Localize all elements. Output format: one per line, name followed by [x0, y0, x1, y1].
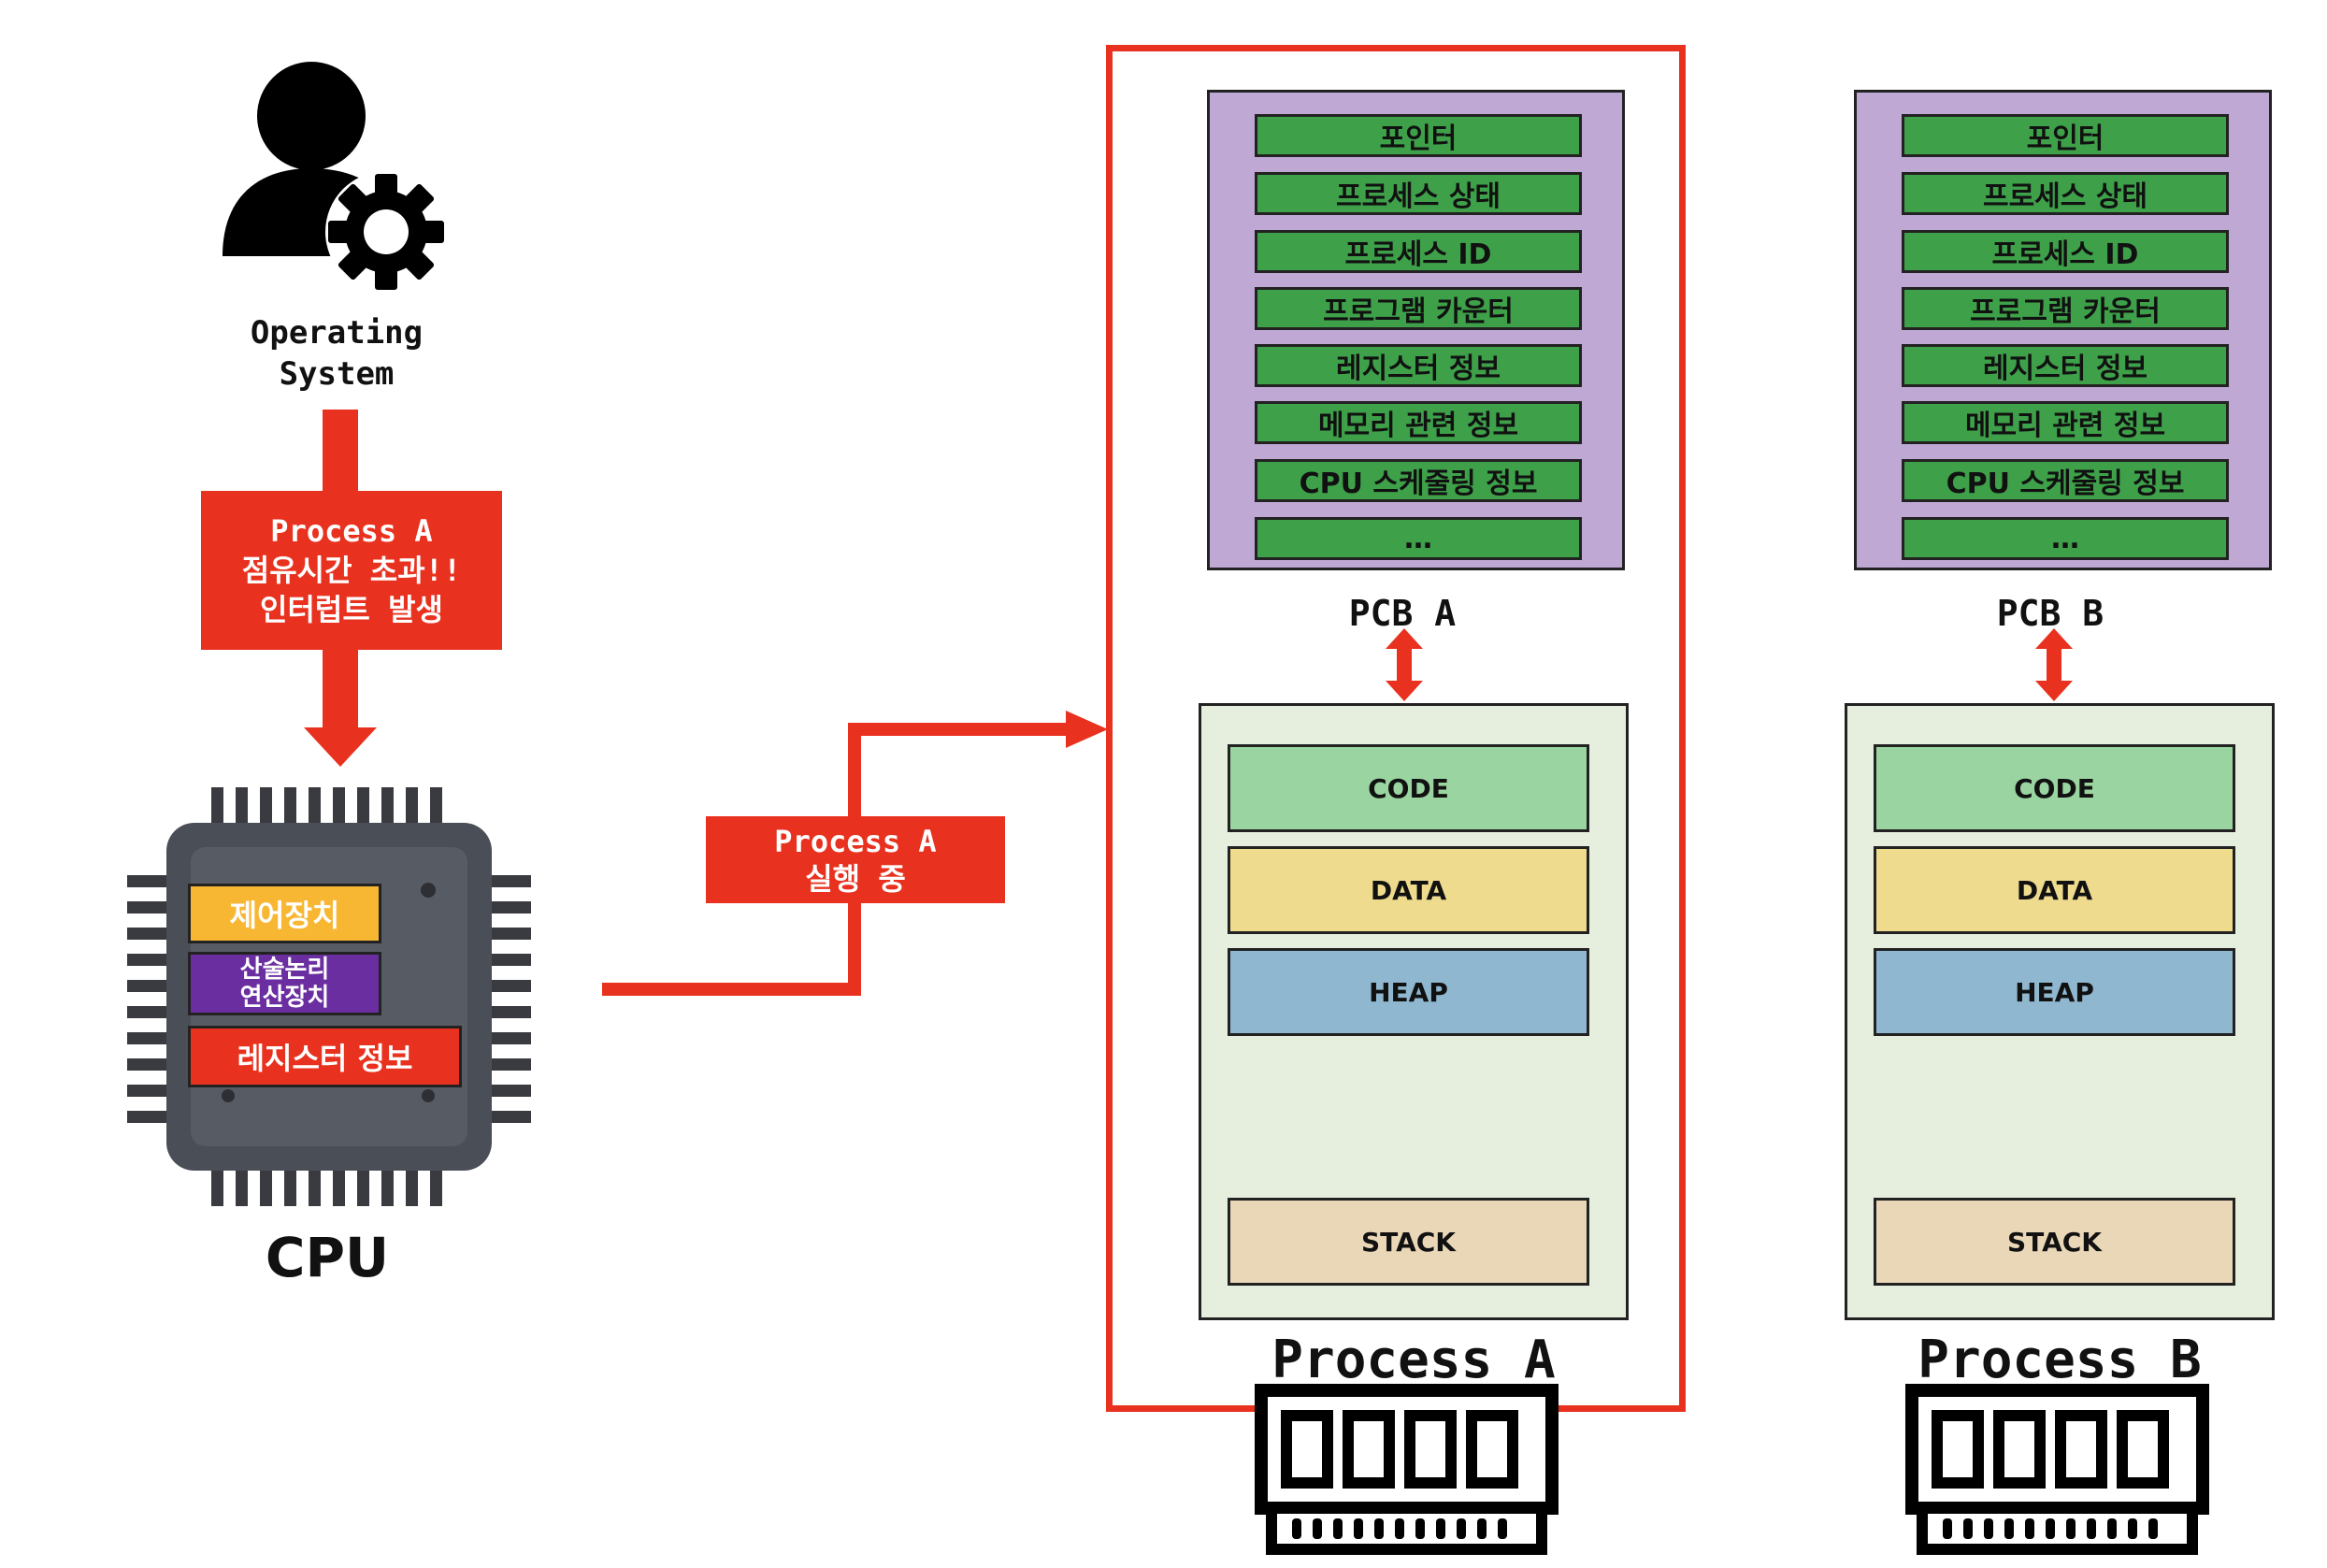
pcb-a: 포인터 프로세스 상태 프로세스 ID 프로그램 카운터 레지스터 정보 메모리…: [1207, 90, 1625, 570]
stack-segment: STACK: [1874, 1198, 2235, 1286]
pcb-a-field: 프로세스 상태: [1255, 172, 1582, 215]
os-label-line1: Operating: [250, 314, 424, 352]
process-b-memory: CODE DATA HEAP STACK: [1845, 703, 2275, 1320]
process-b-title: Process B: [1918, 1329, 2202, 1390]
pcb-b-field: CPU 스케줄링 정보: [1902, 459, 2229, 502]
double-arrow-icon: [2035, 628, 2073, 701]
alu-line1: 산술논리: [239, 956, 330, 984]
ram-chip-icon: [1255, 1384, 1559, 1555]
interrupt-line2: 점유시간 초과!!: [241, 553, 462, 588]
running-line1: Process A: [774, 823, 937, 859]
ram-chip-icon: [1905, 1384, 2209, 1555]
pcb-a-field: CPU 스케줄링 정보: [1255, 459, 1582, 502]
running-line2: 실행 중: [805, 860, 906, 897]
data-segment: DATA: [1228, 846, 1589, 934]
alu: 산술논리 연산장치: [188, 952, 381, 1015]
interrupt-line3: 인터럽트 발생: [260, 592, 443, 627]
pcb-b-field: 프로그램 카운터: [1902, 287, 2229, 330]
pcb-b-field: 레지스터 정보: [1902, 344, 2229, 387]
heap-segment: HEAP: [1874, 948, 2235, 1036]
arrow-shaft-bottom: [323, 650, 358, 729]
code-segment: CODE: [1228, 744, 1589, 832]
pcb-a-field: 프로그램 카운터: [1255, 287, 1582, 330]
control-unit: 제어장치: [188, 884, 381, 943]
cpu-registers: 레지스터 정보: [188, 1026, 462, 1087]
pcb-a-field: 프로세스 ID: [1255, 230, 1582, 273]
stack-segment: STACK: [1228, 1198, 1589, 1286]
pcb-a-field: 레지스터 정보: [1255, 344, 1582, 387]
cpu-title: CPU: [265, 1226, 390, 1289]
process-a-title: Process A: [1271, 1329, 1556, 1390]
heap-segment: HEAP: [1228, 948, 1589, 1036]
pcb-b-field: …: [1902, 517, 2229, 560]
pcb-b-field: 포인터: [1902, 114, 2229, 157]
user-gear-icon: [223, 62, 447, 293]
pcb-b-field: 프로세스 상태: [1902, 172, 2229, 215]
data-segment: DATA: [1874, 846, 2235, 934]
os-label-line2: System: [279, 355, 395, 393]
interrupt-box: Process A 점유시간 초과!! 인터럽트 발생: [201, 491, 502, 650]
code-segment: CODE: [1874, 744, 2235, 832]
arrow-head-down: [304, 727, 377, 767]
arrow-shaft-top: [323, 410, 358, 494]
pcb-b-field: 프로세스 ID: [1902, 230, 2229, 273]
interrupt-line1: Process A: [270, 513, 433, 549]
pcb-a-field: 포인터: [1255, 114, 1582, 157]
process-a-memory: CODE DATA HEAP STACK: [1199, 703, 1629, 1320]
pcb-a-field: 메모리 관련 정보: [1255, 401, 1582, 444]
pcb-b: 포인터 프로세스 상태 프로세스 ID 프로그램 카운터 레지스터 정보 메모리…: [1854, 90, 2272, 570]
double-arrow-icon: [1386, 628, 1423, 701]
pcb-b-title: PCB B: [1996, 593, 2104, 634]
pcb-b-field: 메모리 관련 정보: [1902, 401, 2229, 444]
running-box: Process A 실행 중: [706, 816, 1005, 903]
pcb-a-title: PCB A: [1348, 593, 1457, 634]
pcb-a-field: …: [1255, 517, 1582, 560]
os-label: Operating System: [206, 311, 467, 396]
alu-line2: 연산장치: [239, 984, 330, 1012]
